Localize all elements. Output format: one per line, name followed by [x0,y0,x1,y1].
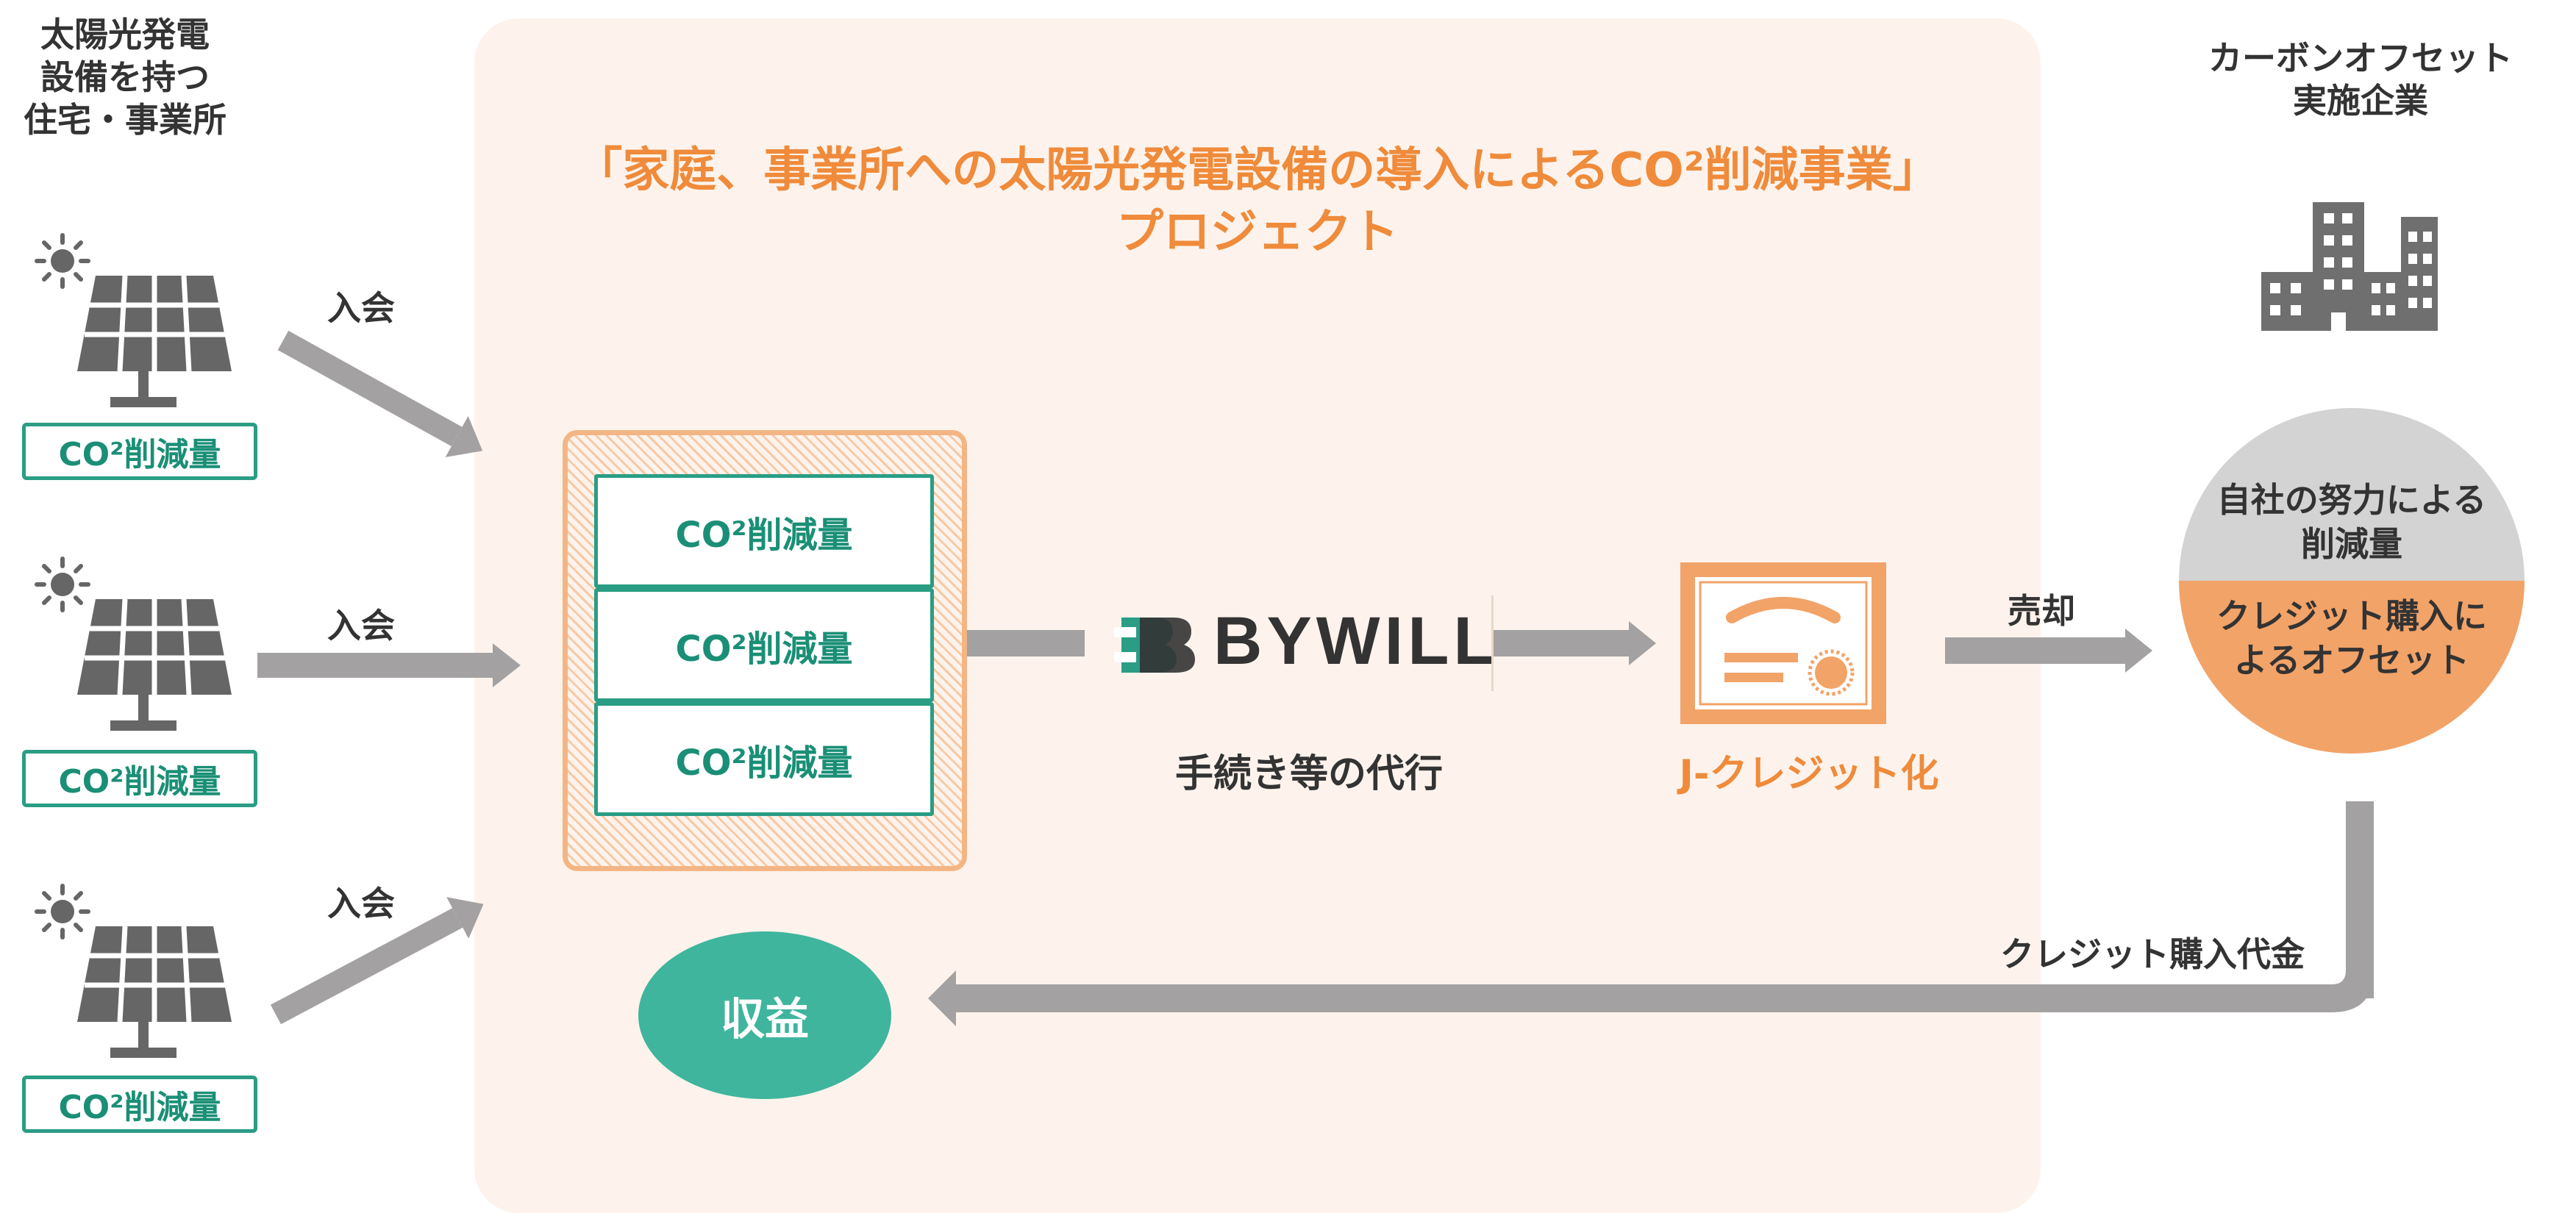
right-title: カーボンオフセット 実施企業 [2169,37,2552,122]
bywill-to-jcredit-arrow [1493,621,1656,665]
right-title-line: 実施企業 [2293,81,2428,121]
offset-circle: 自社の努力による 削減量 クレジット購入に よるオフセット [2179,408,2525,754]
join-label: 入会 [327,884,395,923]
co2-stack-item: CO²削減量 [594,588,934,702]
co2-label-box: CO²削減量 [22,423,257,480]
co2-stack-item: CO²削減量 [594,702,934,816]
certificate-icon [1680,562,1886,724]
profit-circle: 収益 [638,931,891,1099]
solar-panel-icon [35,233,232,407]
credit-offset-segment: クレジット購入に よるオフセット [2179,581,2525,754]
sell-label: 売却 [2008,591,2075,631]
building-icon [2261,202,2438,331]
project-title: 「家庭、事業所への太陽光発電設備の導入によるCO²削減事業」 プロジェクト [474,140,2041,263]
left-title-line: 太陽光発電 [40,15,210,54]
own-effort-text: 自社の努力による 削減量 [2179,478,2525,566]
jcredit-label: J-クレジット化 [1679,752,1939,796]
payment-arrow [928,801,2374,1026]
left-title-line: 住宅・事業所 [24,100,226,140]
join-label: 入会 [327,288,395,328]
bywill-logo-text: BYWILL [1213,604,1499,679]
solar-panel-icon [35,884,232,1058]
co2-stack-item: CO²削減量 [594,474,934,588]
join-arrow-bottom [270,897,484,1025]
own-effort-segment: 自社の努力による 削減量 [2179,408,2525,581]
co2-label-box: CO²削減量 [22,750,257,807]
credit-offset-line: よるオフセット [2233,640,2470,680]
sell-arrow [1945,629,2152,673]
own-effort-line: 自社の努力による [2216,480,2487,520]
stack-connector [967,630,1085,656]
divider [1491,595,1494,691]
right-title-line: カーボンオフセット [2208,38,2513,78]
credit-offset-text: クレジット購入に よるオフセット [2179,594,2525,682]
join-label: 入会 [327,606,395,645]
credit-offset-line: クレジット購入に [2216,596,2487,636]
project-title-line1: 「家庭、事業所への太陽光発電設備の導入によるCO²削減事業」 [575,143,1940,198]
join-arrow-top [277,330,483,457]
join-arrow-middle [257,643,521,687]
project-title-line2: プロジェクト [1116,205,1399,260]
payment-label: クレジット購入代金 [2000,934,2305,974]
left-title: 太陽光発電 設備を持つ 住宅・事業所 [0,13,250,141]
co2-label-box: CO²削減量 [22,1076,257,1133]
left-title-line: 設備を持つ [40,57,210,97]
proxy-label: 手続き等の代行 [1174,752,1443,796]
solar-panel-icon [35,557,232,731]
bywill-logo-icon [1114,618,1195,673]
own-effort-line: 削減量 [2301,524,2402,564]
